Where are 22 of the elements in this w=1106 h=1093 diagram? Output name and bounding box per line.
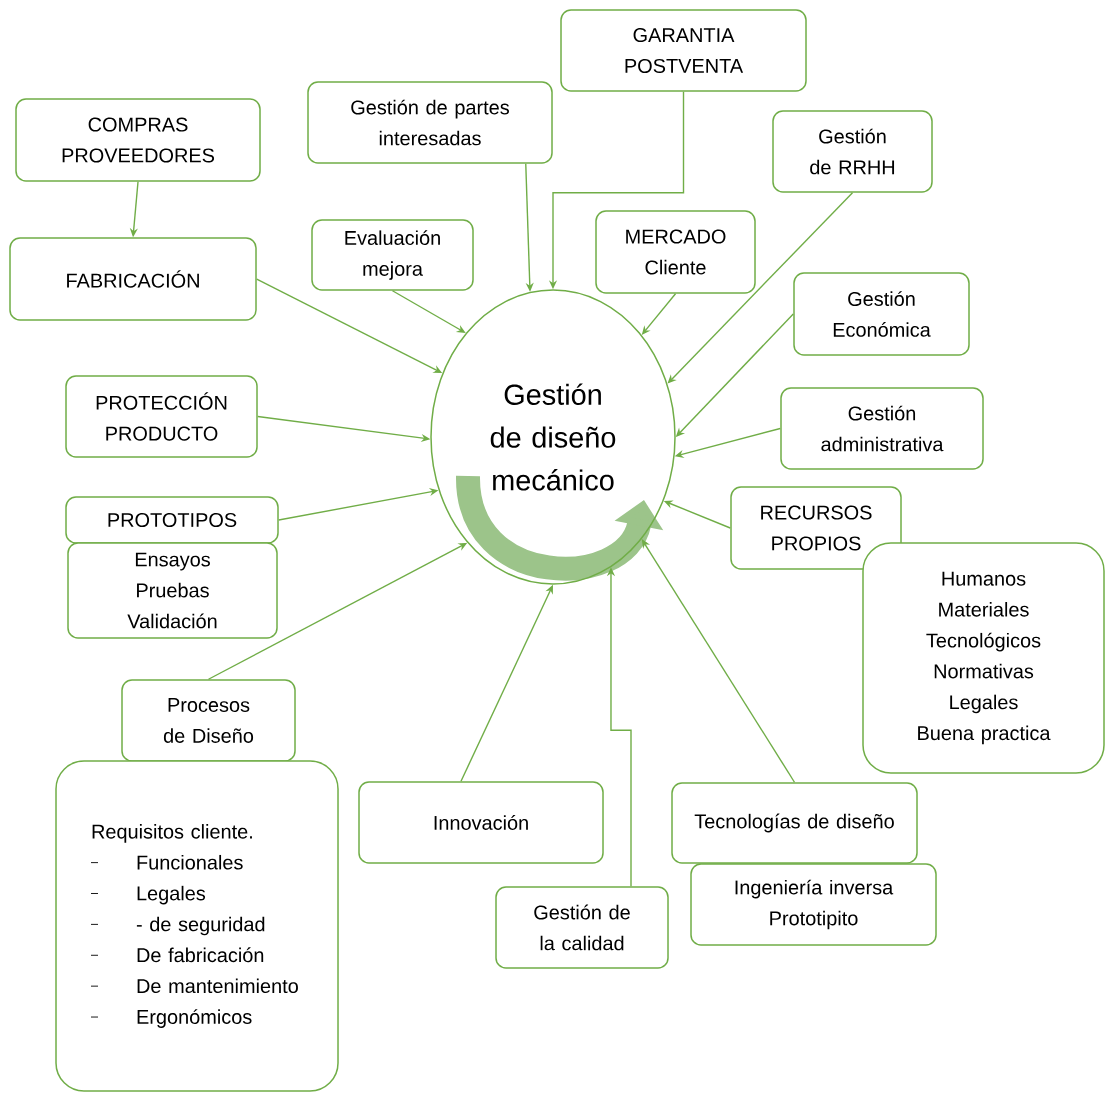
process-box: RECURSOS PROPIOS <box>730 486 902 570</box>
process-box: MERCADO Cliente <box>595 210 756 294</box>
process-box: Evaluación mejora <box>311 219 474 291</box>
process-box: Gestión Económica <box>793 272 970 356</box>
list-box: Ensayos Pruebas Validación <box>67 542 278 639</box>
process-box: Gestión administrativa <box>780 387 984 470</box>
process-box: Gestión de la calidad <box>495 886 669 969</box>
process-box: Ingeniería inversa Prototipito <box>690 863 937 946</box>
process-box: COMPRAS PROVEEDORES <box>15 98 261 182</box>
process-box: Innovación <box>358 781 604 864</box>
process-box: PROTOTIPOS <box>65 496 279 544</box>
process-box: FABRICACIÓN <box>9 237 257 321</box>
arrow <box>667 192 854 384</box>
process-box: Procesos de Diseño <box>121 679 296 762</box>
process-box: Tecnologías de diseño <box>671 782 918 864</box>
list-box: Requisitos cliente. Funcionales Legales - de seguridad De fabricación De mantenimiento Ergonómicos <box>55 760 339 1092</box>
process-box: Gestión de partes interesadas <box>307 81 553 164</box>
list-box: Humanos Materiales Tecnológicos Normativas Legales Buena practica <box>862 542 1105 774</box>
arrow <box>641 539 796 783</box>
process-box: Gestión de RRHH <box>772 110 933 193</box>
process-box: GARANTIA POSTVENTA <box>560 9 807 92</box>
process-box: PROTECCIÓN PRODUCTO <box>65 375 258 458</box>
